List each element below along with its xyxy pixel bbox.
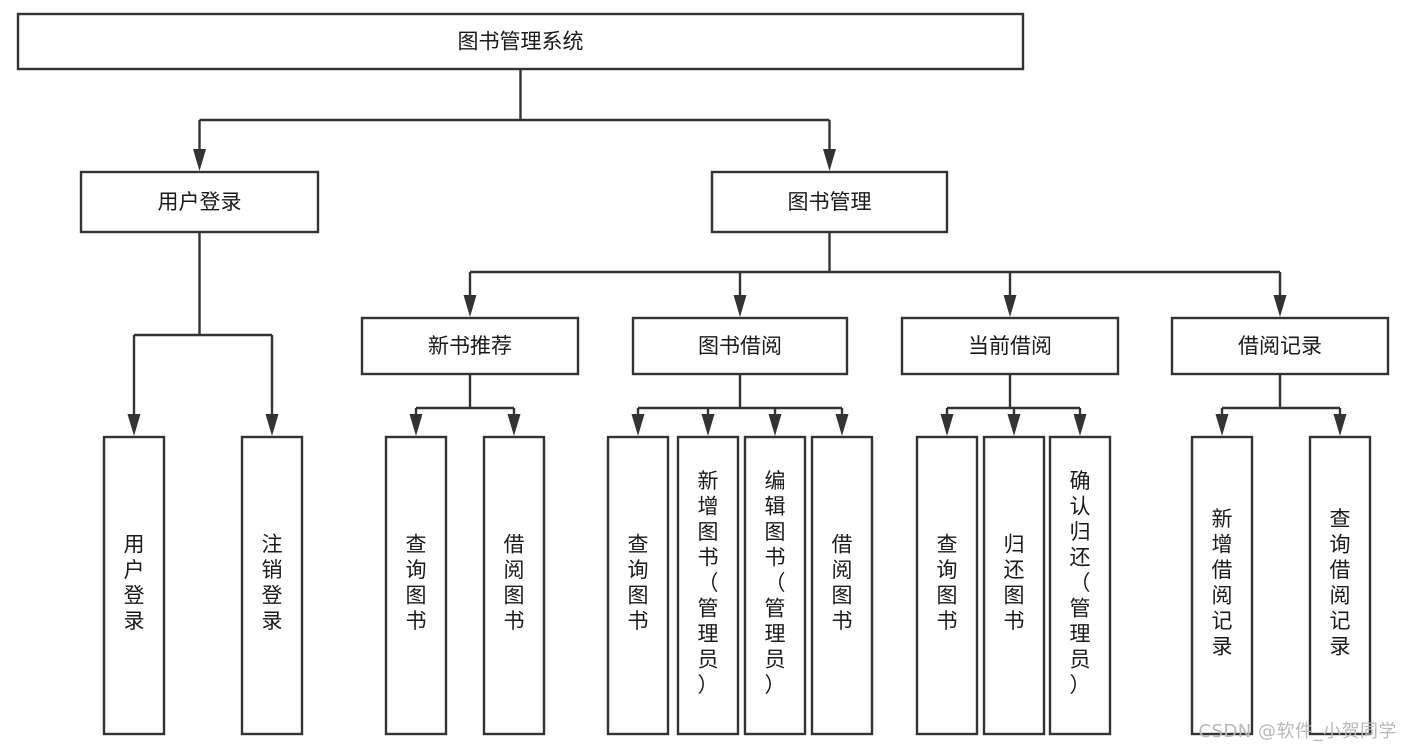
- connector-group-n_user_login: [127, 232, 279, 436]
- connector-group-n_borrow: [631, 374, 849, 436]
- node-box-l_rc_add: [1190, 435, 1254, 736]
- node-label-l_bb_query: 查询图书: [628, 533, 649, 634]
- node-box-l_cb_return: [982, 435, 1046, 736]
- node-box-n_record: [1170, 316, 1390, 376]
- node-n_current[interactable]: 当前借阅: [900, 316, 1120, 376]
- node-box-l_bb_query: [606, 435, 670, 736]
- node-box-root: [16, 12, 1025, 71]
- connector-group-n_book_mgmt: [463, 232, 1287, 317]
- node-n_new_book[interactable]: 新书推荐: [360, 316, 580, 376]
- node-l_bb_edit[interactable]: 编辑图书（管理员）: [743, 435, 807, 736]
- node-label-root: 图书管理系统: [458, 30, 584, 54]
- node-box-l_bb_borrow: [810, 435, 874, 736]
- node-label-l_nb_borrow: 借阅图书: [504, 533, 525, 634]
- node-label-l_cb_query: 查询图书: [937, 533, 958, 634]
- node-l_nb_query[interactable]: 查询图书: [384, 435, 448, 736]
- node-box-n_borrow: [631, 316, 849, 376]
- node-label-l_bb_edit: 编辑图书（管理员）: [765, 469, 786, 697]
- node-l_cb_return[interactable]: 归还图书: [982, 435, 1046, 736]
- node-n_book_mgmt[interactable]: 图书管理: [710, 170, 949, 234]
- node-label-l_user_logout: 注销登录: [262, 533, 283, 634]
- node-box-l_nb_query: [384, 435, 448, 736]
- node-l_rc_add[interactable]: 新增借阅记录: [1190, 435, 1254, 736]
- node-label-l_rc_query: 查询借阅记录: [1330, 507, 1351, 659]
- node-label-n_book_mgmt: 图书管理: [788, 190, 872, 214]
- node-l_nb_borrow[interactable]: 借阅图书: [482, 435, 546, 736]
- node-box-n_new_book: [360, 316, 580, 376]
- node-label-l_bb_borrow: 借阅图书: [832, 533, 853, 634]
- csdn-watermark: CSDN @软件_小贺同学: [1198, 721, 1397, 742]
- node-box-l_cb_query: [915, 435, 979, 736]
- node-l_user_logout[interactable]: 注销登录: [240, 435, 304, 736]
- node-n_record[interactable]: 借阅记录: [1170, 316, 1390, 376]
- node-box-l_rc_query: [1308, 435, 1372, 736]
- node-label-l_user_login: 用户登录: [124, 533, 145, 634]
- node-l_bb_borrow[interactable]: 借阅图书: [810, 435, 874, 736]
- node-l_bb_query[interactable]: 查询图书: [606, 435, 670, 736]
- node-label-n_user_login: 用户登录: [158, 190, 242, 214]
- node-box-l_user_logout: [240, 435, 304, 736]
- node-n_borrow[interactable]: 图书借阅: [631, 316, 849, 376]
- node-label-n_current: 当前借阅: [968, 334, 1052, 358]
- node-box-l_cb_confirm: [1048, 435, 1112, 736]
- connector-group-root: [193, 69, 836, 171]
- node-n_user_login[interactable]: 用户登录: [79, 170, 320, 234]
- connector-group-n_new_book: [409, 374, 521, 436]
- node-label-n_new_book: 新书推荐: [428, 334, 512, 358]
- node-l_rc_query[interactable]: 查询借阅记录: [1308, 435, 1372, 736]
- node-box-n_book_mgmt: [710, 170, 949, 234]
- node-label-l_cb_return: 归还图书: [1004, 533, 1025, 634]
- connector-group-n_record: [1215, 374, 1347, 436]
- node-box-n_current: [900, 316, 1120, 376]
- node-box-l_nb_borrow: [482, 435, 546, 736]
- node-label-l_cb_confirm: 确认归还（管理员）: [1070, 469, 1091, 697]
- node-label-n_record: 借阅记录: [1238, 334, 1322, 358]
- node-box-n_user_login: [79, 170, 320, 234]
- node-label-n_borrow: 图书借阅: [698, 334, 782, 358]
- node-box-l_bb_edit: [743, 435, 807, 736]
- node-l_cb_query[interactable]: 查询图书: [915, 435, 979, 736]
- node-box-l_bb_add: [676, 435, 740, 736]
- node-l_user_login[interactable]: 用户登录: [102, 435, 166, 736]
- node-l_cb_confirm[interactable]: 确认归还（管理员）: [1048, 435, 1112, 736]
- node-l_bb_add[interactable]: 新增图书（管理员）: [676, 435, 740, 736]
- node-label-l_rc_add: 新增借阅记录: [1212, 507, 1233, 659]
- node-label-l_nb_query: 查询图书: [406, 533, 427, 634]
- nodes-layer: 图书管理系统用户登录图书管理新书推荐图书借阅当前借阅借阅记录用户登录注销登录查询…: [16, 12, 1390, 736]
- node-box-l_user_login: [102, 435, 166, 736]
- node-label-l_bb_add: 新增图书（管理员）: [698, 469, 719, 697]
- connectors-layer: [127, 69, 1347, 436]
- node-root[interactable]: 图书管理系统: [16, 12, 1025, 71]
- connector-group-n_current: [940, 374, 1087, 436]
